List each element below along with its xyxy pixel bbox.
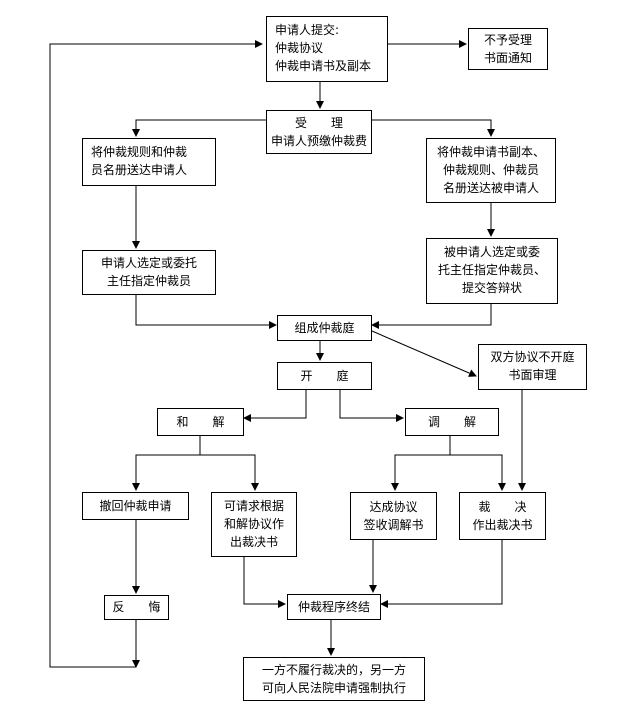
node-settle: 和 解 xyxy=(157,408,244,436)
node-withdraw: 撤回仲裁申请 xyxy=(82,492,189,520)
node-tribunal: 组成仲裁庭 xyxy=(277,315,372,341)
node-accept: 受 理 申请人预缴仲裁费 xyxy=(266,110,372,154)
node-enforcement: 一方不履行裁决的，另一方 可向人民法院申请强制执行 xyxy=(243,657,425,701)
node-send-respondent: 将仲裁申请书副本、 仲裁规则、仲裁员 名册送达被申请人 xyxy=(426,138,556,203)
node-request-award: 可请求根据 和解协议作 出裁决书 xyxy=(211,492,297,557)
arrow-settle-to-withdraw xyxy=(132,436,201,491)
node-send-applicant: 将仲裁规则和仲裁 员名册送达申请人 xyxy=(82,138,216,186)
node-mediation-agreement: 达成协议 签收调解书 xyxy=(350,492,437,540)
node-hearing: 开 庭 xyxy=(277,362,372,390)
node-repent: 反 悔 xyxy=(104,595,169,620)
arrow-mediate-to-award xyxy=(450,454,506,491)
arrow-request-award-to-end xyxy=(243,557,286,608)
arrow-hearing-to-settle xyxy=(243,390,307,422)
arrow-repent-loop-to-submit xyxy=(49,40,263,668)
arrow-award-to-end xyxy=(380,540,503,608)
arrow-hearing-to-mediate xyxy=(339,390,404,422)
node-mediate: 调 解 xyxy=(405,408,499,436)
arrow-accept-to-send-applicant xyxy=(132,119,266,137)
node-reject: 不予受理 书面通知 xyxy=(468,28,548,70)
node-arbitration-end: 仲裁程序终结 xyxy=(287,594,381,620)
arrow-applicant-select-to-tribunal xyxy=(135,295,277,329)
arrow-respondent-select-to-tribunal xyxy=(371,304,492,329)
arrow-mediate-to-agreement xyxy=(391,436,451,491)
node-written-review: 双方协议不开庭 书面审理 xyxy=(478,344,587,390)
node-applicant-select: 申请人选定或委托 主任指定仲裁员 xyxy=(82,250,216,295)
node-submit: 申请人提交: 仲裁协议 仲裁申请书及副本 xyxy=(266,16,388,82)
arrow-tribunal-to-written xyxy=(371,330,477,377)
node-award: 裁 决 作出裁决书 xyxy=(459,492,546,540)
node-respondent-select: 被申请人选定或委 托主任指定仲裁员、 提交答辩状 xyxy=(426,238,558,304)
arrow-accept-to-send-respondent xyxy=(372,119,495,137)
arrow-settle-to-request-award xyxy=(200,454,259,491)
